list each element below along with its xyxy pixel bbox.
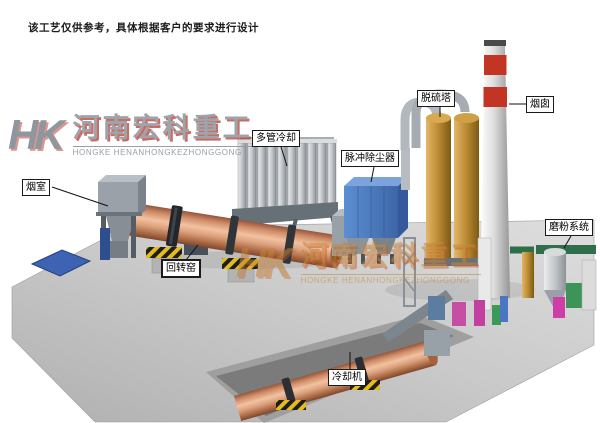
multi-tube-cooler-equip (232, 137, 342, 253)
watermark-left: HK 河南宏科重工 HONGKE HENANHONGKEZHONGGONG (8, 112, 253, 158)
disclaimer-text: 该工艺仅供参考，具体根据客户的要求进行设计 (28, 22, 259, 34)
watermark-company-en: HONGKE HENANHONGKEZHONGGONG (72, 146, 253, 157)
water-pool (30, 249, 92, 277)
label-smoke-chamber: 烟室 (22, 179, 50, 196)
label-milling-system: 磨粉系统 (545, 219, 593, 236)
label-pulse-dust-collector: 脉冲除尘器 (341, 150, 399, 167)
smoke-chamber-equip (96, 175, 146, 260)
rotary-kiln-body (122, 202, 344, 269)
milling-system-equip (510, 245, 597, 318)
watermark-company-cn: 河南宏科重工 (72, 113, 253, 143)
label-desulfurization-tower: 脱硫塔 (417, 90, 455, 107)
watermark-company-en: HONGKE HENANHONGKEZHONGGONG (300, 274, 481, 285)
transfer-structures (382, 237, 466, 342)
label-multi-tube-cooler: 多管冷却 (252, 130, 300, 147)
pulse-dust-collector-equip (344, 177, 408, 264)
hongke-logo-icon: HK (236, 239, 293, 286)
label-cooling-machine: 冷却机 (328, 369, 366, 386)
chimney-equip (480, 40, 510, 298)
hongke-logo-icon: HK (8, 111, 65, 158)
desulfurization-tower-equip (424, 113, 482, 266)
label-chimney: 烟囱 (526, 96, 554, 113)
label-rotary-kiln: 回转窑 (161, 259, 201, 278)
leader-lines (51, 103, 572, 369)
watermark-company-cn: 河南宏科重工 (300, 241, 481, 271)
watermark-center: HK 河南宏科重工 HONGKE HENANHONGKEZHONGGONG (236, 240, 481, 286)
